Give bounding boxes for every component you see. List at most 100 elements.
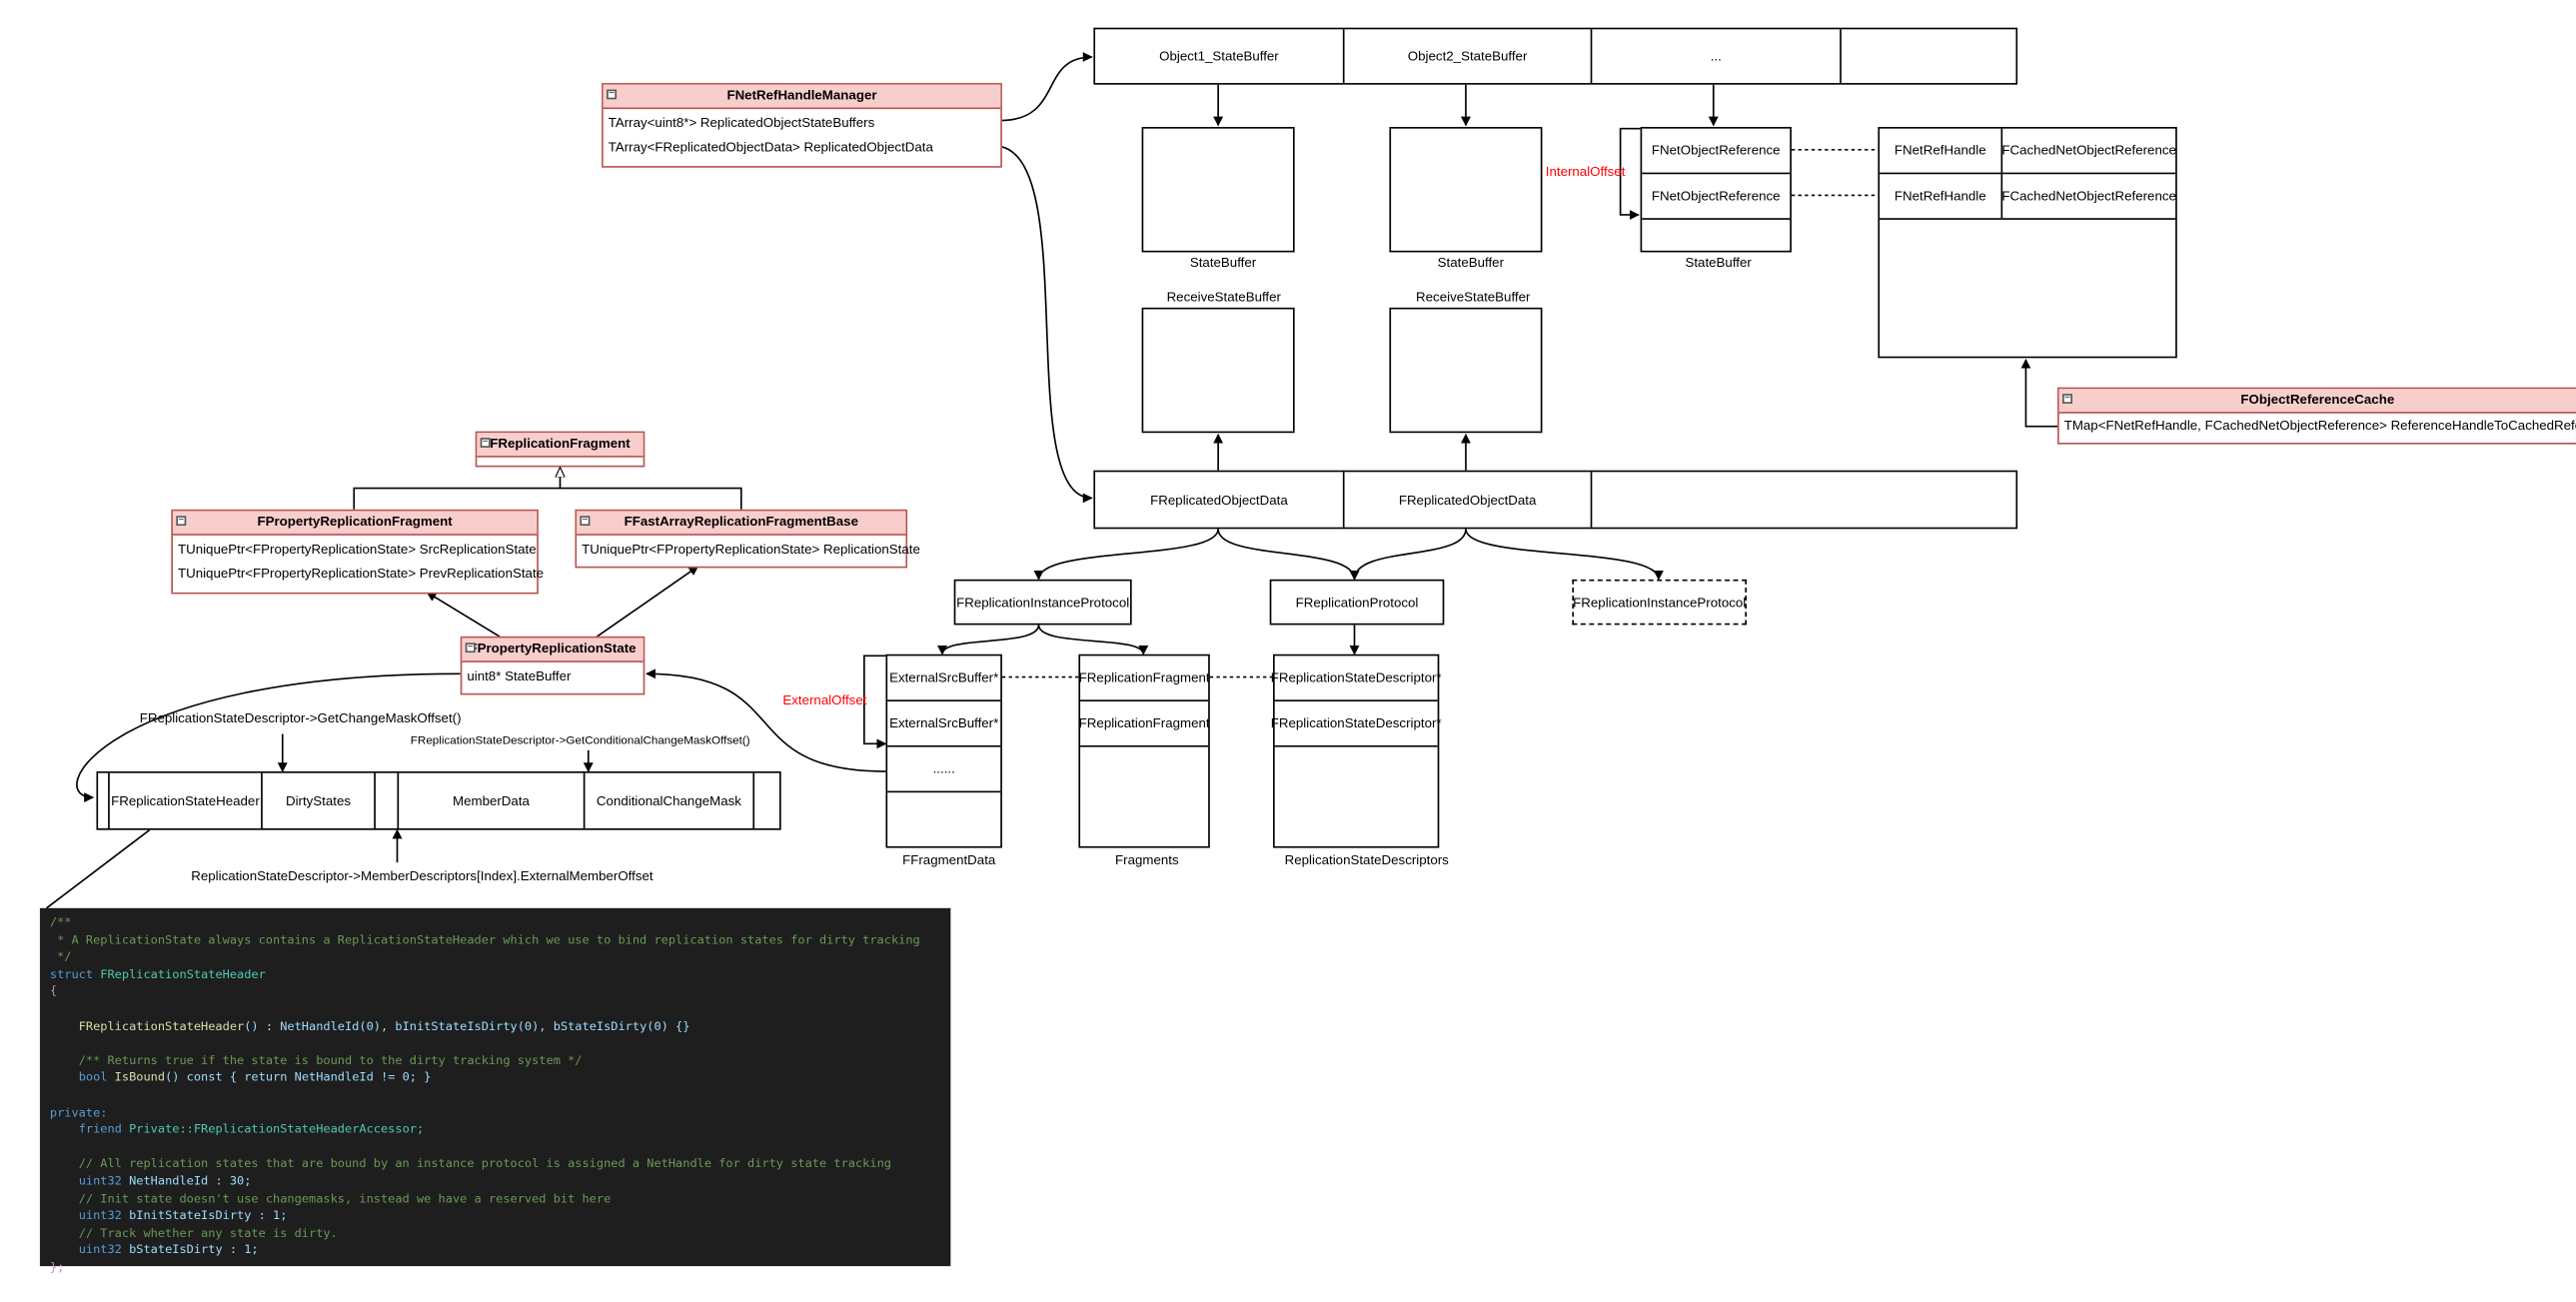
instance-protocol-dashed-label: FReplicationInstanceProtocol <box>1573 595 1747 610</box>
net-ref-handle-cell: FNetRefHandle <box>1880 128 2003 173</box>
code-ctor-line: FReplicationStateHeader() : NetHandleId(… <box>78 1017 690 1033</box>
class-field: TArray<uint8*> ReplicatedObjectStateBuff… <box>608 115 875 131</box>
state-buffer-label-1: StateBuffer <box>1189 255 1257 271</box>
collapse-icon[interactable]: − <box>607 89 618 100</box>
collapse-icon[interactable]: − <box>580 516 591 527</box>
class-name: FPropertyReplicationFragment <box>257 514 453 530</box>
collapse-icon[interactable]: − <box>176 516 187 527</box>
conditional-mask-annotation: FReplicationStateDescriptor->GetConditio… <box>410 735 750 747</box>
code-comment-line: // All replication states that are bound… <box>78 1155 891 1171</box>
code-comment: /** <box>49 914 72 929</box>
internal-offset-label: InternalOffset <box>1545 164 1626 180</box>
instance-protocol-dashed-box: FReplicationInstanceProtocol <box>1572 579 1748 626</box>
object-reference-cache-class: − FObjectReferenceCache TMap<FNetRefHandl… <box>2057 387 2576 445</box>
net-ref-handle-manager-class: − FNetRefHandleManager TArray<uint8*> Rep… <box>602 83 1002 168</box>
code-field-line: uint32 NetHandleId : 30; <box>78 1173 252 1188</box>
code-comment: * A ReplicationState always contains a R… <box>49 931 920 947</box>
net-object-reference-1: FNetObjectReference <box>1642 129 1791 175</box>
object1-state-buffer-cell: Object1_StateBuffer <box>1095 29 1345 84</box>
fragment-data-box: ExternalSrcBuffer* ExternalSrcBuffer* ..… <box>885 653 1002 848</box>
code-snippet-panel: /** * A ReplicationState always contains… <box>39 907 951 1274</box>
ref-cache-row-1: FNetRefHandle FCachedNetObjectReference <box>1880 128 2176 175</box>
replicated-object-data-cell: FReplicatedObjectData <box>1345 472 1593 528</box>
code-struct-line: struct FReplicationStateHeader <box>49 966 266 981</box>
replicated-object-data-empty <box>1592 472 2017 527</box>
code-comment-line: // Init state doesn't use changemasks, i… <box>78 1190 612 1206</box>
class-name: FReplicationFragment <box>490 436 631 452</box>
ref-cache-row-2: FNetRefHandle FCachedNetObjectReference <box>1880 174 2176 220</box>
collapse-icon[interactable]: − <box>480 438 491 448</box>
state-header-cell: FReplicationStateHeader <box>110 772 263 829</box>
class-name: FFastArrayReplicationFragmentBase <box>624 514 858 530</box>
fragments-label: Fragments <box>1115 852 1179 868</box>
code-comment: */ <box>49 948 72 964</box>
code-close: }; <box>49 1259 65 1275</box>
replicated-object-data-row: FReplicatedObjectData FReplicatedObjectD… <box>1093 470 2018 530</box>
code-blank <box>50 1001 940 1018</box>
fragments-box: FReplicationFragment FReplicationFragmen… <box>1078 653 1210 848</box>
member-data-cell: MemberData <box>399 772 586 829</box>
state-buffer-label-2: StateBuffer <box>1437 255 1505 271</box>
replication-protocol-label: FReplicationProtocol <box>1295 595 1419 610</box>
property-replication-fragment-class: −FPropertyReplicationFragment TUniquePtr… <box>171 509 544 595</box>
code-comment-line: /** Returns true if the state is bound t… <box>78 1052 583 1068</box>
code-brace: { <box>49 983 58 999</box>
fragment-data-label: FFragmentData <box>902 852 996 868</box>
external-src-buffer-2: ExternalSrcBuffer* <box>887 701 1001 747</box>
change-mask-annotation: FReplicationStateDescriptor->GetChangeMa… <box>139 710 462 726</box>
collapse-icon[interactable]: − <box>2062 394 2073 404</box>
code-friend-line: friend Private::FReplicationStateHeaderA… <box>78 1121 425 1137</box>
member-offset-annotation: ReplicationStateDescriptor->MemberDescri… <box>191 868 653 884</box>
code-blank <box>50 1087 940 1104</box>
empty-state-buffer-cell <box>1842 29 2017 83</box>
receive-state-buffer-label-2: ReceiveStateBuffer <box>1416 289 1531 305</box>
state-layout-row: FReplicationStateHeader DirtyStates Memb… <box>96 771 781 830</box>
cached-reference-cell: FCachedNetObjectReference <box>2001 188 2176 204</box>
collapse-icon[interactable]: − <box>465 643 476 653</box>
replicated-object-data-cell: FReplicatedObjectData <box>1095 472 1345 528</box>
code-field-line: uint32 bInitStateIsDirty : 1; <box>78 1207 288 1223</box>
receive-state-buffer-label-1: ReceiveStateBuffer <box>1166 289 1281 305</box>
cached-reference-cell: FCachedNetObjectReference <box>2001 143 2176 158</box>
descriptors-box: FReplicationStateDescriptor* FReplicatio… <box>1271 653 1442 848</box>
dirty-states-cell: DirtyStates <box>263 772 376 829</box>
fast-array-fragment-class: − FFastArrayReplicationFragmentBase TUniq… <box>575 509 920 569</box>
external-offset-label: ExternalOffset <box>782 692 867 708</box>
state-descriptor-2: FReplicationStateDescriptor* <box>1271 701 1442 747</box>
instance-protocol-box: FReplicationInstanceProtocol <box>953 579 1132 626</box>
class-field: TMap<FNetRefHandle, FCachedNetObjectRefe… <box>2063 418 2576 434</box>
class-name: FObjectReferenceCache <box>2240 392 2395 408</box>
replication-fragment-2: FReplicationFragment <box>1079 701 1210 747</box>
conditional-mask-cell: ConditionalChangeMask <box>585 772 755 829</box>
code-blank <box>50 1035 940 1052</box>
class-field: uint8* StateBuffer <box>467 668 572 684</box>
class-field: TArray<FReplicatedObjectData> Replicated… <box>608 140 933 155</box>
class-name: FNetRefHandleManager <box>726 87 877 103</box>
net-object-reference-2: FNetObjectReference <box>1642 174 1791 220</box>
state-buffer-box-2 <box>1389 127 1543 253</box>
code-field-line: uint32 bStateIsDirty : 1; <box>78 1242 259 1257</box>
code-blank <box>50 1139 940 1156</box>
receive-state-buffer-box-1 <box>1141 307 1295 434</box>
object2-state-buffer-cell: Object2_StateBuffer <box>1345 29 1593 84</box>
state-buffer-box-1 <box>1141 127 1295 253</box>
descriptors-label: ReplicationStateDescriptors <box>1284 852 1449 868</box>
instance-protocol-label: FReplicationInstanceProtocol <box>956 595 1130 610</box>
replication-fragment-1: FReplicationFragment <box>1079 655 1210 701</box>
ellipsis-state-buffer-cell: ... <box>1592 29 1842 84</box>
class-field: TUniquePtr<FPropertyReplicationState> Re… <box>582 542 920 558</box>
state-buffers-row: Object1_StateBuffer Object2_StateBuffer … <box>1093 27 2018 85</box>
external-src-buffer-1: ExternalSrcBuffer* <box>887 655 1001 701</box>
code-comment-line: // Track whether any state is dirty. <box>78 1224 338 1240</box>
gap-cell <box>376 772 400 829</box>
ref-cache-table: FNetRefHandle FCachedNetObjectReference … <box>1878 127 2177 359</box>
class-name: FPropertyReplicationState <box>469 641 637 656</box>
state-buffer-box-3: FNetObjectReference FNetObjectReference <box>1640 127 1792 253</box>
property-replication-state-class: −FPropertyReplicationState uint8* StateB… <box>460 636 645 695</box>
receive-state-buffer-box-2 <box>1389 307 1543 434</box>
state-buffer-label-3: StateBuffer <box>1685 255 1752 271</box>
replication-fragment-class: −FReplicationFragment <box>475 431 645 468</box>
layout-left-pad <box>98 772 110 829</box>
fragment-data-ellipsis: ...... <box>887 747 1001 793</box>
